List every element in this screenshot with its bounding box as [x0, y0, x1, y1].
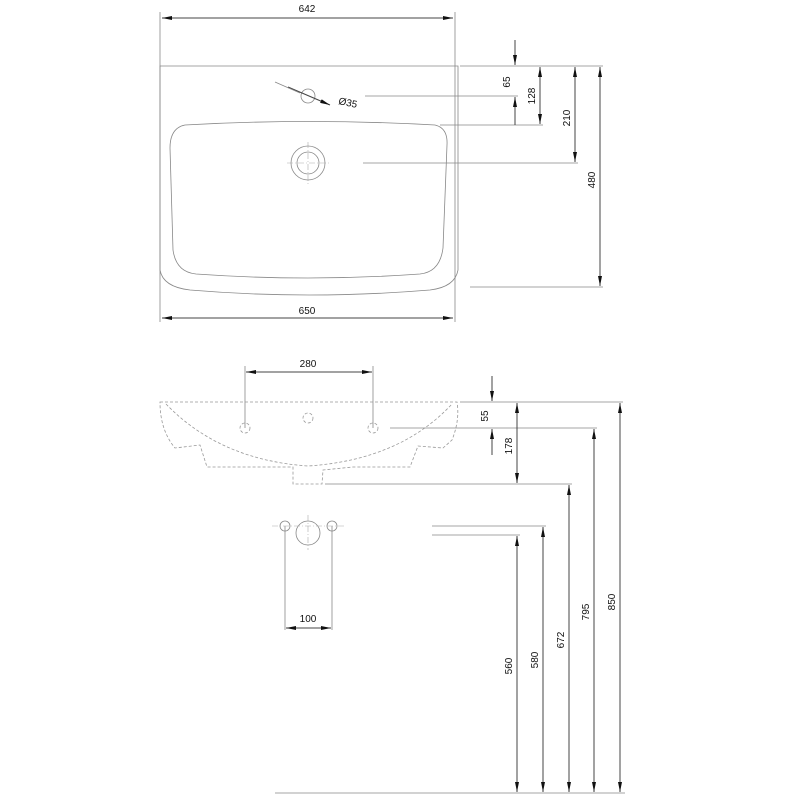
bowl-side-curve [165, 403, 453, 467]
drain-inner [296, 151, 320, 175]
wall-plate: 100 [272, 515, 345, 630]
dim-label-650: 650 [299, 306, 316, 317]
dim-label-480: 480 [587, 171, 598, 188]
side-view: 280 55 178 560 580 672 795 850 [159, 359, 625, 794]
dim-label-178: 178 [504, 437, 515, 454]
dim-label-672: 672 [556, 631, 567, 648]
dim-label-280: 280 [300, 359, 317, 370]
drain-icon [290, 145, 326, 181]
tap-hole-leader [287, 86, 331, 106]
side-hole-right-icon [367, 422, 379, 434]
bowl-outline [169, 121, 448, 279]
dim-label-210: 210 [562, 109, 573, 126]
dim-label-100: 100 [300, 614, 317, 625]
dim-label-580: 580 [530, 651, 541, 668]
dim-label-55: 55 [480, 410, 491, 422]
dim-label-65: 65 [502, 76, 513, 88]
basin-outline [159, 65, 459, 296]
side-hole-center-icon [302, 412, 314, 424]
tap-hole-label: Ø35 [337, 96, 358, 111]
basin-side-profile [159, 401, 459, 485]
leader-ext [274, 81, 301, 94]
side-hole-left-icon [239, 422, 251, 434]
dim-label-850: 850 [607, 593, 618, 610]
top-view: 642 Ø35 65 128 210 480 650 [159, 4, 603, 322]
dim-label-642: 642 [299, 4, 316, 15]
tap-hole-icon [300, 88, 316, 104]
dim-label-795: 795 [581, 603, 592, 620]
dim-label-128: 128 [527, 87, 538, 104]
dim-label-560: 560 [504, 657, 515, 674]
